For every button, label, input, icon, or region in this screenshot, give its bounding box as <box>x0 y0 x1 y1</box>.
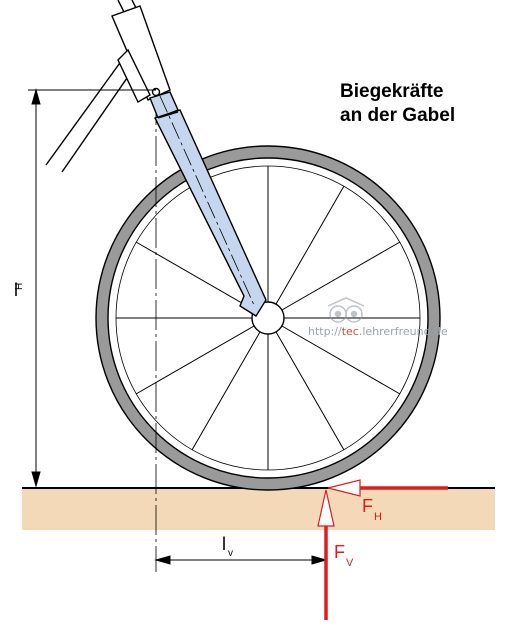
fork <box>149 87 267 317</box>
fork-axis <box>159 95 255 306</box>
force-fv <box>317 489 335 620</box>
fh-label: F <box>362 496 373 516</box>
lh-label: l <box>14 280 18 300</box>
tire <box>96 146 440 490</box>
lv-label-sub: v <box>228 548 233 559</box>
fh-label-sub: H <box>374 511 382 523</box>
lh-dimension <box>28 88 156 488</box>
lv-label: l <box>222 534 226 554</box>
lh-label-sub: H <box>14 283 25 290</box>
wheel <box>95 145 441 491</box>
fork-leg <box>154 109 267 317</box>
fv-label-sub: V <box>346 557 354 569</box>
fh-arrowhead <box>327 479 361 497</box>
frame <box>45 0 171 173</box>
fv-label: F <box>334 542 345 562</box>
rim-inner <box>107 157 429 479</box>
lv-dimension <box>154 555 328 565</box>
watermark-url: http://tec.lehrerfreund.de <box>308 325 448 338</box>
rim-outer <box>95 145 441 491</box>
title-line-1: Biegekräfte <box>340 81 444 102</box>
diagram-title: Biegekräfte an der Gabel <box>340 80 500 128</box>
watermark-highlight: tec <box>341 325 359 338</box>
watermark-suffix: .lehrerfreund.de <box>358 325 448 338</box>
watermark-prefix: http:// <box>308 325 342 338</box>
spokes <box>116 166 420 470</box>
force-fh <box>327 479 448 497</box>
title-line-2: an der Gabel <box>340 105 456 126</box>
owl-logo-icon <box>327 297 365 323</box>
fv-arrowhead <box>317 489 335 527</box>
ground-strip <box>22 488 495 530</box>
